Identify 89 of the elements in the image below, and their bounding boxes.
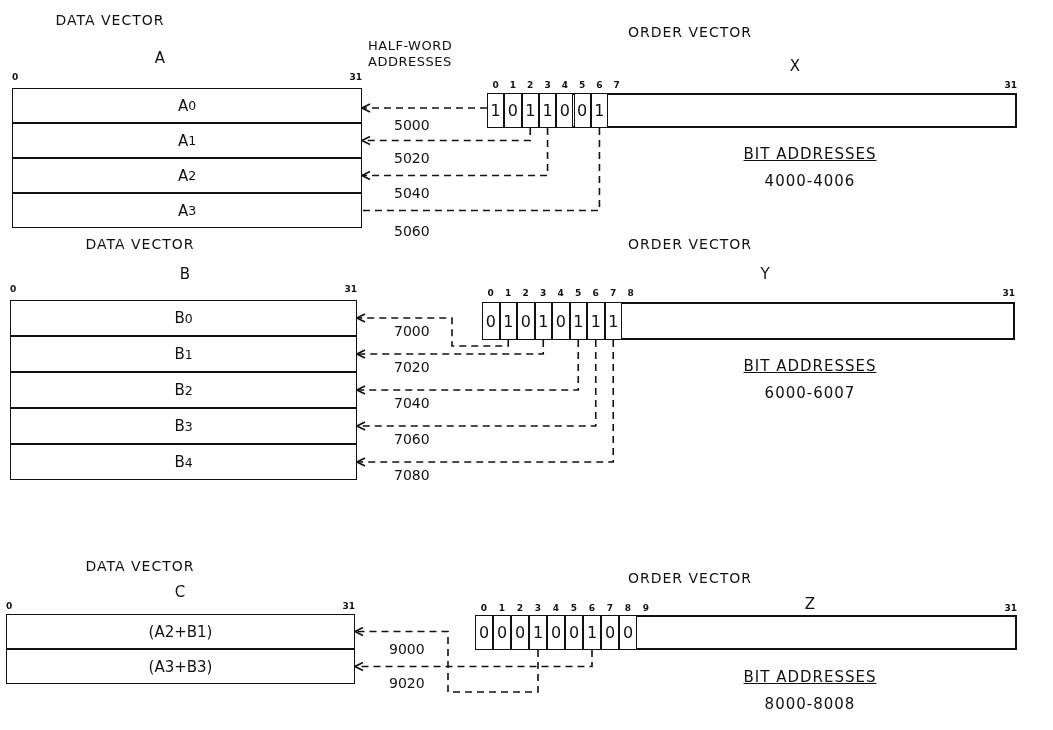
bit-cell: 1 (587, 302, 605, 340)
bit-index: 4 (552, 603, 560, 613)
bit-cell: 0 (475, 615, 493, 650)
vector-heading: DATA VECTOR (85, 558, 195, 574)
vector-row: (A3+B3) (6, 649, 355, 684)
bit-cell: 0 (504, 93, 522, 128)
edge-label: 7060 (393, 432, 431, 447)
bit-index: 1 (509, 80, 517, 90)
bit-index: 2 (527, 80, 534, 90)
dashed-arrow (361, 103, 488, 113)
dashed-arrow (356, 339, 597, 431)
bit-index: 5 (579, 80, 586, 90)
bit-index: 6 (592, 288, 599, 298)
dashed-arrow (354, 626, 539, 693)
vector-heading: ORDER VECTOR (627, 236, 753, 252)
bit-cell: 1 (529, 615, 547, 650)
vector-name: X (789, 58, 801, 74)
address-range: 6000-6007 (764, 384, 856, 402)
edge-label: 5000 (393, 118, 431, 133)
dashed-arrow (356, 313, 510, 347)
bit-index: 7 (613, 80, 620, 90)
bit-cell: 0 (565, 615, 583, 650)
bit-index: 4 (557, 288, 564, 298)
bit-cell: 0 (511, 615, 529, 650)
bit-index: 31 (1004, 603, 1017, 613)
bit-cell: 0 (482, 302, 500, 340)
bit-index: 31 (1004, 80, 1017, 90)
bit-index: 6 (588, 603, 596, 613)
bit-index: 2 (522, 288, 529, 298)
column-heading: HALF-WORD ADDRESSES (368, 38, 454, 70)
vector-name: Y (760, 266, 770, 282)
edge-label: 9020 (388, 676, 426, 691)
bit-index: 1 (505, 288, 512, 298)
bit-index: 0 (487, 288, 494, 298)
bit-cell: 1 (583, 615, 601, 650)
bit-index: 5 (570, 603, 578, 613)
vector-name: A (154, 50, 166, 66)
vector-name: Z (804, 596, 816, 612)
dashed-line (361, 127, 601, 212)
bit-index: 3 (544, 80, 551, 90)
bit-index: 8 (627, 288, 634, 298)
dashed-arrow (361, 127, 532, 146)
edge-label: 7000 (393, 324, 431, 339)
bit-index: 3 (540, 288, 547, 298)
bit-index: 0 (480, 603, 488, 613)
edge-label: 9000 (388, 642, 426, 657)
bit-index: 3 (534, 603, 542, 613)
dashed-arrow (356, 339, 615, 467)
address-heading: BIT ADDRESSES (743, 145, 877, 163)
bit-index: 31 (1002, 288, 1015, 298)
address-heading: BIT ADDRESSES (743, 357, 877, 375)
vector-heading: ORDER VECTOR (627, 570, 753, 586)
edge-label: 7040 (393, 396, 431, 411)
bit-cell: 0 (493, 615, 511, 650)
address-range: 8000-8008 (764, 695, 856, 713)
edge-label: 5060 (393, 224, 431, 239)
bit-cell: 0 (601, 615, 619, 650)
vector-name: C (174, 584, 186, 600)
bit-cell: 0 (552, 302, 570, 340)
edge-label: 7020 (393, 360, 431, 375)
vector-heading: ORDER VECTOR (627, 24, 753, 40)
edge-label: 7080 (393, 468, 431, 483)
vector-row: (A2+B1) (6, 614, 355, 649)
bit-index: 7 (610, 288, 617, 298)
bit-cell: 0 (547, 615, 565, 650)
bit-index: 0 (492, 80, 499, 90)
bit-index: 6 (596, 80, 603, 90)
bit-index: 1 (498, 603, 506, 613)
address-heading: BIT ADDRESSES (743, 668, 877, 686)
bit-index: 8 (624, 603, 632, 613)
address-range: 4000-4006 (764, 172, 856, 190)
bit-cell: 0 (619, 615, 637, 650)
dashed-arrow (354, 649, 593, 672)
bit-cell: 0 (556, 93, 574, 128)
edge-label: 5020 (393, 151, 431, 166)
vector-heading: DATA VECTOR (55, 12, 165, 28)
dashed-arrow (356, 339, 580, 395)
vector-name: B (179, 266, 191, 282)
dashed-arrow (356, 339, 545, 359)
bit-cell: 1 (487, 93, 505, 128)
bit-index: 5 (575, 288, 582, 298)
bit-index: 4 (561, 80, 568, 90)
bit-index: 9 (642, 603, 650, 613)
bit-index: 2 (516, 603, 524, 613)
bit-index: 7 (606, 603, 614, 613)
vector-heading: DATA VECTOR (85, 236, 195, 252)
edge-label: 5040 (393, 186, 431, 201)
dashed-arrow (361, 127, 549, 181)
bit-cell: 0 (517, 302, 535, 340)
